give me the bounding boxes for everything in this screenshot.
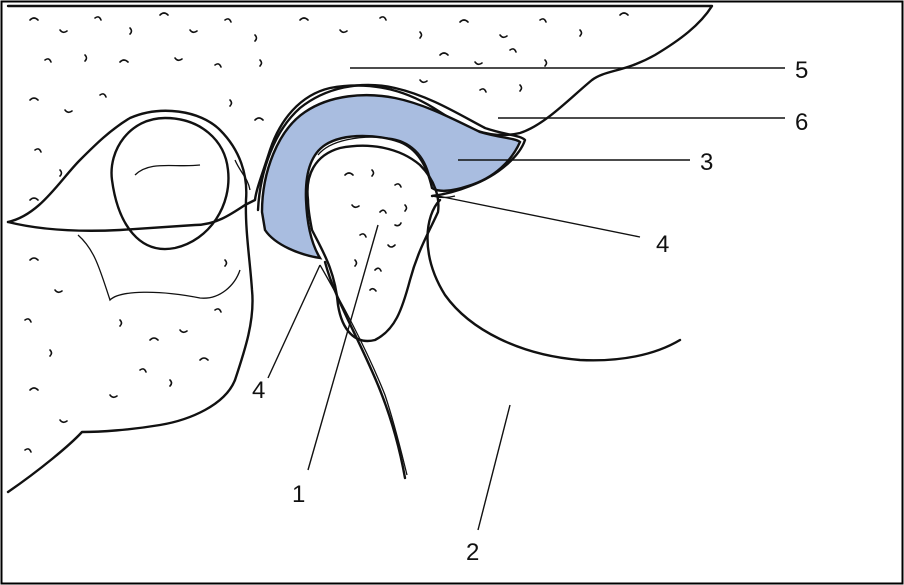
leader-1 (308, 225, 378, 470)
meatus-inner-line (135, 165, 200, 175)
label-1: 1 (292, 481, 305, 508)
articular-disc (262, 95, 520, 258)
tympanic-texture (25, 258, 227, 452)
anterior-ramus-curve (428, 200, 681, 360)
label-4-right: 4 (656, 231, 669, 258)
label-2: 2 (466, 539, 479, 566)
capsule-line (320, 265, 407, 475)
label-5: 5 (795, 57, 808, 84)
label-3: 3 (700, 149, 713, 176)
tympanic-bone (8, 111, 253, 492)
leader-4-right (438, 196, 640, 237)
label-6: 6 (795, 109, 808, 136)
auditory-meatus (112, 118, 229, 249)
label-4-left: 4 (252, 377, 265, 404)
leader-4-left (268, 265, 320, 378)
leader-2 (478, 405, 510, 530)
tympanic-crack (78, 235, 240, 300)
